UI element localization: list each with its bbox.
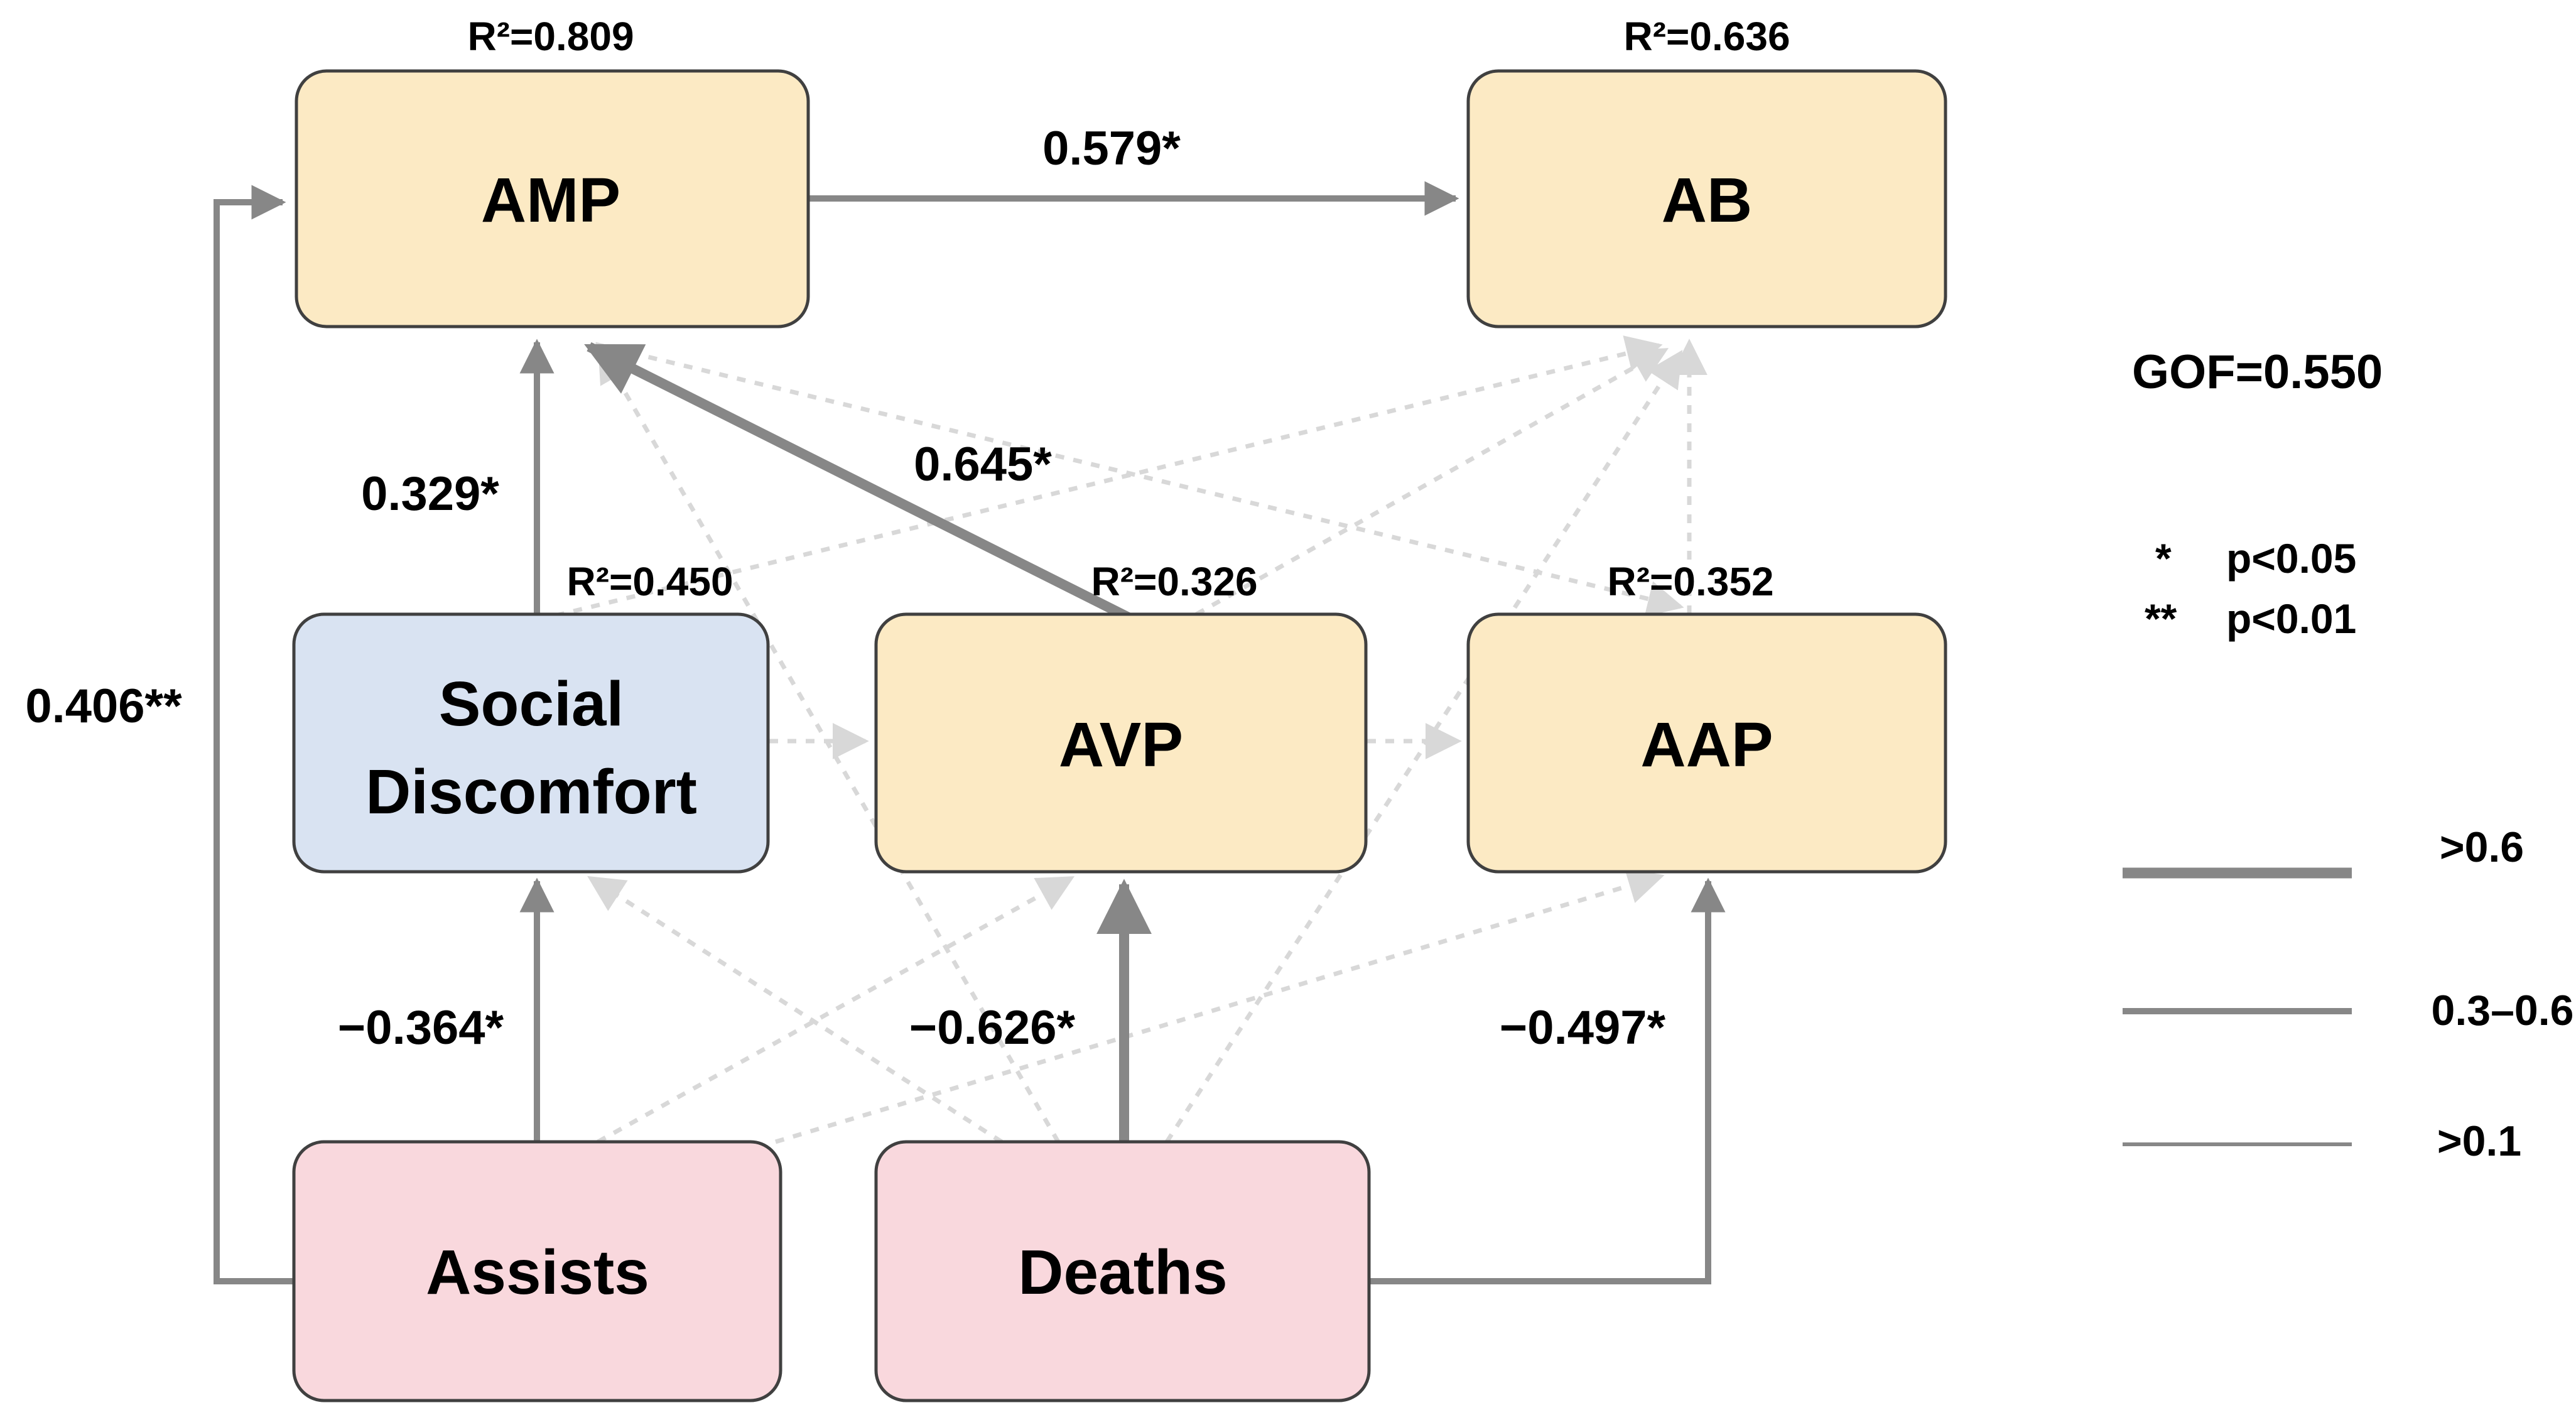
node-aap-label: AAP bbox=[1640, 710, 1773, 780]
coef-assists-amp: 0.406** bbox=[25, 680, 182, 733]
node-social-discomfort-label-line2: Discomfort bbox=[365, 757, 697, 827]
node-deaths-box bbox=[874, 1140, 1371, 1402]
coef-sd-amp: 0.329* bbox=[361, 467, 499, 521]
node-avp-box bbox=[874, 612, 1368, 874]
node-assists: Assists bbox=[292, 1140, 782, 1402]
node-aap: R²=0.352 AAP bbox=[1466, 559, 1947, 874]
path-assists-to-aap bbox=[774, 868, 1665, 1144]
node-avp: R²=0.326 AVP bbox=[874, 559, 1368, 874]
solid-paths bbox=[214, 181, 1726, 1284]
coef-amp-ab: 0.579* bbox=[1042, 122, 1181, 175]
annotation-panel: GOF=0.550 * p<0.05 ** p<0.01 bbox=[2132, 345, 2383, 642]
path-avp-to-amp bbox=[584, 342, 1142, 628]
coef-assists-sd: −0.364* bbox=[338, 1001, 504, 1054]
node-ab: R²=0.636 AB bbox=[1466, 14, 1947, 328]
node-avp-r2: R²=0.326 bbox=[1091, 559, 1257, 604]
path-deaths-to-amp bbox=[597, 345, 1061, 1143]
node-assists-box bbox=[292, 1140, 782, 1402]
node-aap-box bbox=[1466, 612, 1947, 874]
path-deaths-to-aap bbox=[1370, 877, 1726, 1284]
node-deaths-label: Deaths bbox=[1018, 1237, 1227, 1308]
node-amp-r2: R²=0.809 bbox=[467, 14, 634, 59]
significance-label-1: p<0.05 bbox=[2226, 535, 2356, 582]
node-avp-label: AVP bbox=[1059, 710, 1183, 780]
node-social-discomfort-box bbox=[292, 612, 770, 874]
node-assists-label: Assists bbox=[426, 1237, 649, 1308]
path-assists-to-amp bbox=[214, 185, 296, 1284]
node-social-discomfort-r2: R²=0.450 bbox=[566, 559, 733, 604]
legend-label-medium: 0.3–0.6 bbox=[2432, 987, 2574, 1034]
significance-label-2: p<0.01 bbox=[2226, 595, 2356, 642]
path-social-discomfort-to-ab bbox=[555, 335, 1663, 618]
node-social-discomfort-label-line1: Social bbox=[439, 669, 624, 739]
significance-mark-2: ** bbox=[2145, 595, 2177, 642]
path-deaths-to-social-discomfort bbox=[587, 876, 1003, 1144]
significance-mark-1: * bbox=[2155, 535, 2172, 582]
node-deaths: Deaths bbox=[874, 1140, 1371, 1402]
legend-label-thick: >0.6 bbox=[2440, 823, 2524, 871]
coef-avp-amp: 0.645* bbox=[914, 438, 1052, 491]
coef-deaths-aap: −0.497* bbox=[1500, 1001, 1666, 1054]
line-weight-legend: >0.6 0.3–0.6 >0.1 bbox=[2123, 823, 2573, 1165]
dotted-paths bbox=[555, 335, 1707, 1144]
node-amp-label: AMP bbox=[481, 165, 620, 236]
coef-deaths-avp: −0.626* bbox=[909, 1001, 1076, 1054]
node-ab-r2: R²=0.636 bbox=[1623, 14, 1790, 59]
node-amp: R²=0.809 AMP bbox=[295, 14, 810, 328]
coefficient-labels: 0.579* 0.645* 0.329* 0.406** −0.364* −0.… bbox=[25, 122, 1665, 1054]
node-amp-box bbox=[295, 69, 810, 328]
legend-label-thin: >0.1 bbox=[2437, 1117, 2521, 1165]
node-ab-box bbox=[1466, 69, 1947, 328]
node-social-discomfort: R²=0.450 Social Discomfort bbox=[292, 559, 770, 874]
path-amp-to-aap bbox=[595, 342, 1684, 617]
gof-label: GOF=0.550 bbox=[2132, 345, 2383, 399]
path-deaths-to-ab bbox=[1165, 350, 1683, 1143]
node-ab-label: AB bbox=[1662, 165, 1752, 236]
node-aap-r2: R²=0.352 bbox=[1607, 559, 1773, 604]
